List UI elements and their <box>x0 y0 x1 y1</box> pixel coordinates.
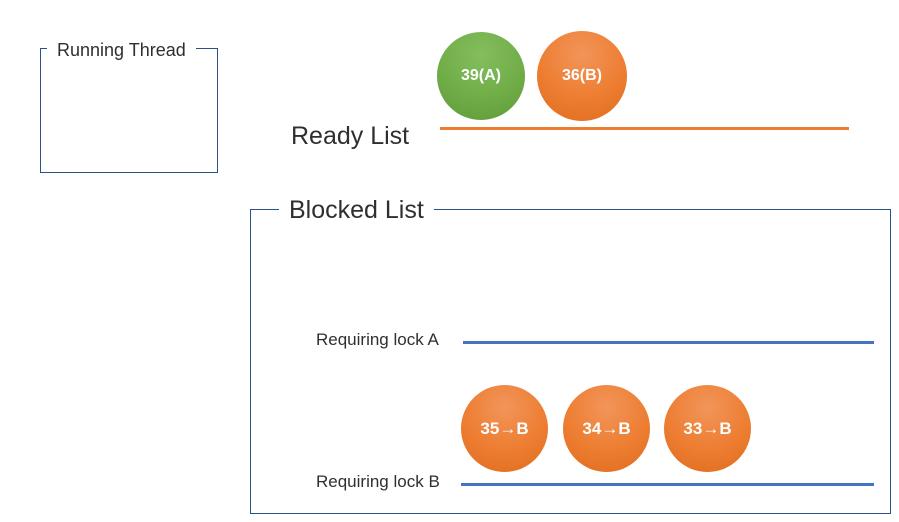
blocked-list-box: Blocked List Requiring lock A 35→B 34→B … <box>250 194 891 514</box>
requiring-lock-b-label: Requiring lock B <box>316 472 440 491</box>
thread-circle-39A-label: 39(A) <box>460 67 501 84</box>
thread-circle-36B-label: 36(B) <box>561 67 602 84</box>
ready-list-line <box>440 127 849 130</box>
thread-circle-35B: 35→B <box>461 385 548 472</box>
thread-circle-36B: 36(B) <box>537 31 627 121</box>
thread-circle-39A: 39(A) <box>437 32 525 120</box>
requiring-lock-b-line <box>461 483 874 486</box>
thread-circle-35B-label: 35→B <box>480 418 529 438</box>
thread-circle-33B: 33→B <box>664 385 751 472</box>
blocked-list-label: Blocked List <box>279 194 434 226</box>
ready-list-label: Ready List <box>291 122 410 150</box>
requiring-lock-a-line <box>463 341 874 344</box>
running-thread-label: Running Thread <box>47 37 196 63</box>
thread-circle-34B-label: 34→B <box>582 418 631 438</box>
requiring-lock-a-label: Requiring lock A <box>316 330 439 349</box>
thread-circle-34B: 34→B <box>563 385 650 472</box>
thread-circle-33B-label: 33→B <box>683 418 732 438</box>
running-thread-box: Running Thread <box>40 37 218 173</box>
